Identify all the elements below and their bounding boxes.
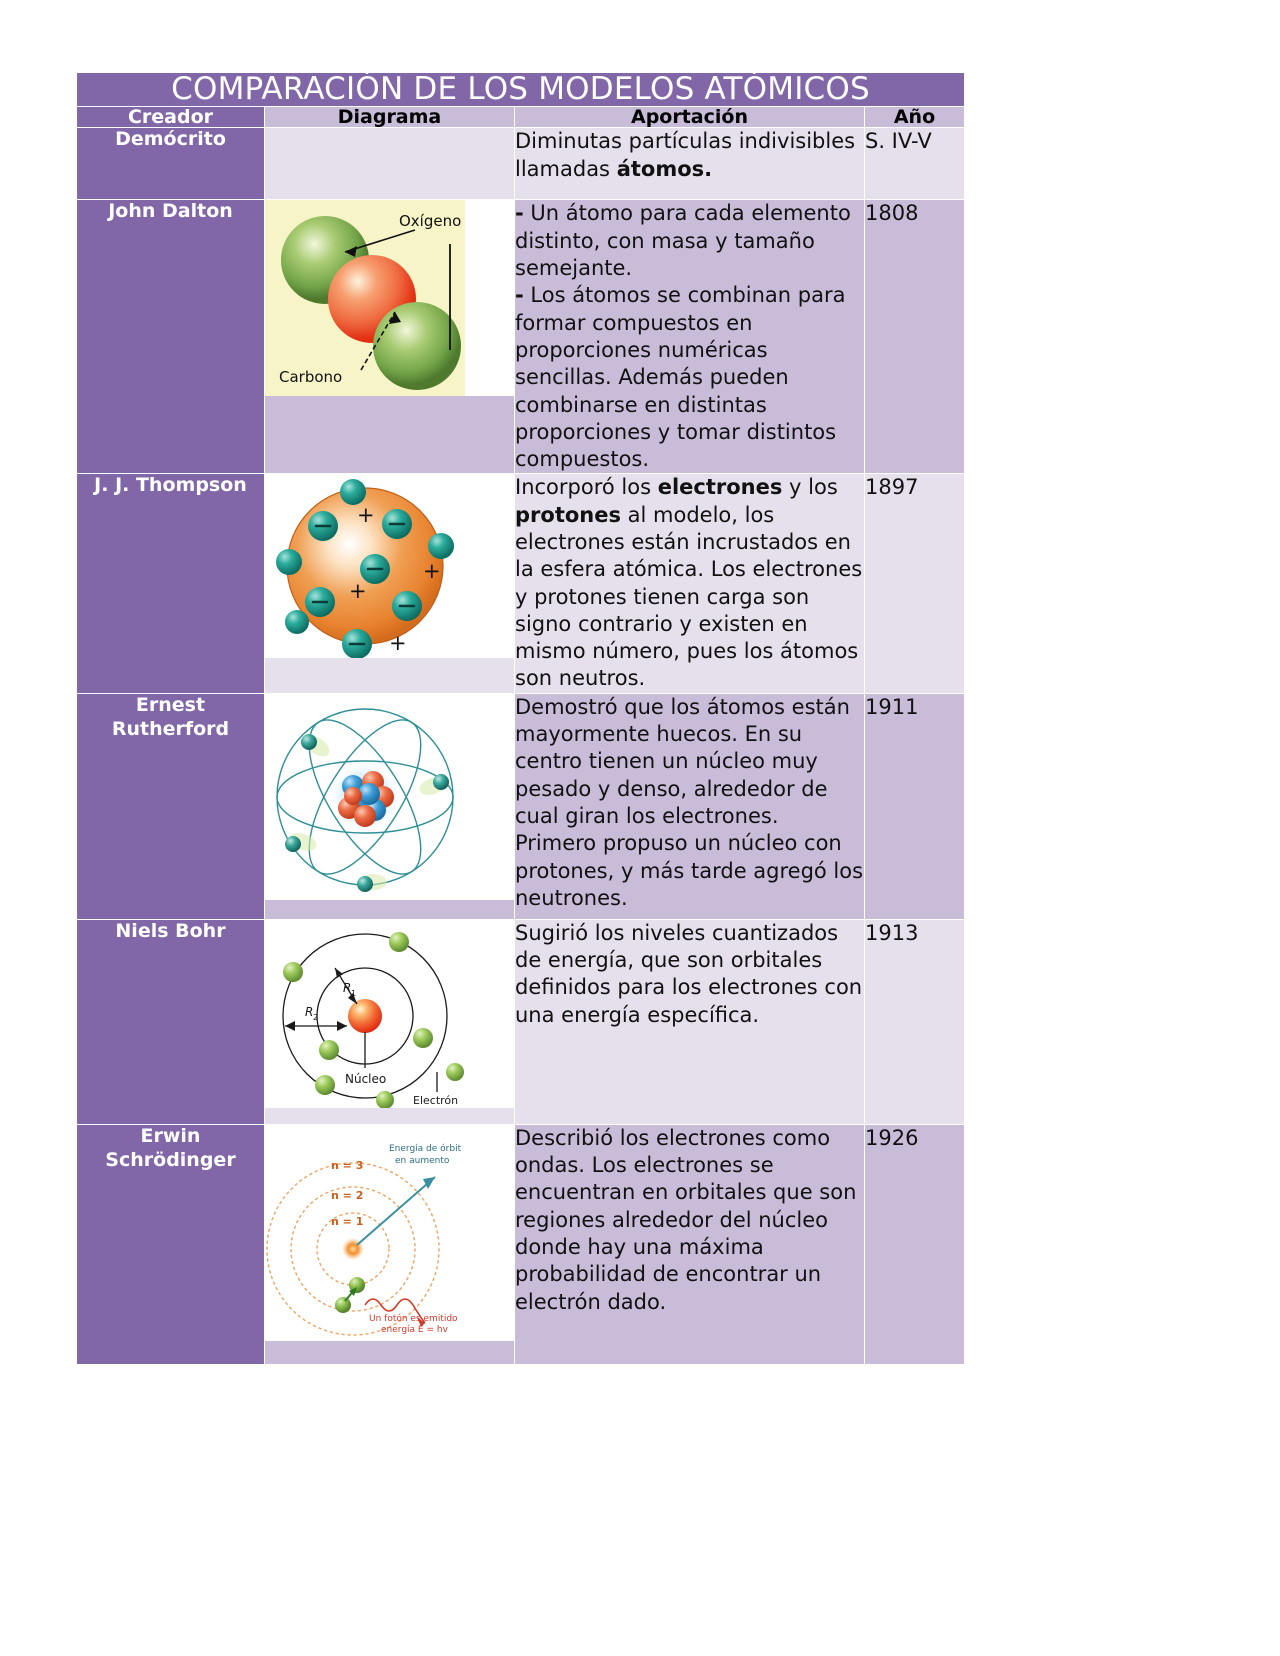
diagram-cell: n = 3 n = 2 n = 1 Energía de órbita en a… bbox=[264, 1123, 515, 1365]
contribution-text: Diminutas partículas indivisibles llamad… bbox=[514, 127, 865, 201]
year-value: 1913 bbox=[864, 918, 965, 1125]
year-value: 1808 bbox=[864, 199, 965, 475]
svg-text:+: + bbox=[389, 631, 407, 655]
thompson-plum-pudding-diagram: + + + + bbox=[265, 474, 514, 659]
contribution-rich-2: Incorporó los electrones y los protones … bbox=[515, 475, 863, 691]
creator-name: Demócrito bbox=[76, 127, 265, 201]
table-row: Niels Bohr bbox=[76, 918, 965, 1125]
svg-text:R: R bbox=[305, 1005, 313, 1019]
svg-text:n = 2: n = 2 bbox=[331, 1189, 363, 1202]
table-row: John Dalton bbox=[76, 199, 965, 475]
creator-name: John Dalton bbox=[76, 199, 265, 475]
contribution-rich-4: Sugirió los niveles cuantizados de energ… bbox=[515, 920, 863, 1027]
svg-text:Carbono: Carbono bbox=[279, 368, 342, 386]
svg-text:n = 1: n = 1 bbox=[331, 1215, 363, 1228]
contribution-text: - Un átomo para cada elemento distinto, … bbox=[514, 199, 865, 475]
creator-name: J. J. Thompson bbox=[76, 473, 265, 694]
year-value: 1926 bbox=[864, 1123, 965, 1365]
table-row: Demócrito Diminutas partículas indivisib… bbox=[76, 127, 965, 201]
year-value: S. IV-V bbox=[864, 127, 965, 201]
year-value: 1897 bbox=[864, 473, 965, 694]
column-header-diagrama: Diagrama bbox=[264, 105, 515, 129]
contribution-text: Incorporó los electrones y los protones … bbox=[514, 473, 865, 694]
creator-name: Niels Bohr bbox=[76, 918, 265, 1125]
svg-text:energía E = hv: energía E = hv bbox=[381, 1325, 449, 1335]
svg-text:Electrón: Electrón bbox=[413, 1094, 458, 1107]
column-header-aportacion: Aportación bbox=[514, 105, 865, 129]
svg-text:1: 1 bbox=[351, 989, 356, 998]
schrodinger-orbital-diagram: n = 3 n = 2 n = 1 Energía de órbita en a… bbox=[265, 1124, 514, 1341]
creator-name: Ernest Rutherford bbox=[76, 692, 265, 920]
diagram-cell: Oxígeno Carbono bbox=[264, 199, 515, 475]
contribution-rich-0: Diminutas partículas indivisibles llamad… bbox=[515, 129, 856, 181]
contribution-text: Sugirió los niveles cuantizados de energ… bbox=[514, 918, 865, 1125]
svg-text:Núcleo: Núcleo bbox=[345, 1072, 386, 1086]
table-header-row: Creador Diagrama Aportación Año bbox=[76, 105, 965, 129]
table-row: Erwin Schrödinger bbox=[76, 1123, 965, 1365]
column-header-creador: Creador bbox=[76, 105, 265, 129]
atomic-models-table: COMPARACIÓN DE LOS MODELOS ATÓMICOS Crea… bbox=[76, 72, 965, 1365]
diagram-cell: R 1 R 2 Núcleo Electrón bbox=[264, 918, 515, 1125]
svg-text:+: + bbox=[423, 559, 441, 583]
svg-text:+: + bbox=[357, 503, 375, 527]
svg-text:R: R bbox=[343, 981, 351, 995]
bohr-orbit-diagram: R 1 R 2 Núcleo Electrón bbox=[265, 919, 514, 1108]
svg-text:2: 2 bbox=[313, 1013, 318, 1022]
svg-text:Un fotón es emitido con: Un fotón es emitido con bbox=[369, 1313, 461, 1324]
table-row: Ernest Rutherford bbox=[76, 692, 965, 920]
diagram-cell: + + + + bbox=[264, 473, 515, 694]
contribution-rich-5: Describió los electrones como ondas. Los… bbox=[515, 1125, 857, 1314]
page-title: COMPARACIÓN DE LOS MODELOS ATÓMICOS bbox=[76, 72, 965, 107]
svg-text:Energía de órbita: Energía de órbita bbox=[389, 1143, 461, 1154]
year-value: 1911 bbox=[864, 692, 965, 920]
diagram-cell-empty bbox=[264, 127, 515, 201]
column-header-anio: Año bbox=[864, 105, 965, 129]
creator-name: Erwin Schrödinger bbox=[76, 1123, 265, 1365]
dalton-molecule-diagram: Oxígeno Carbono bbox=[265, 200, 514, 397]
atomic-models-table-wrapper: COMPARACIÓN DE LOS MODELOS ATÓMICOS Crea… bbox=[76, 72, 965, 1365]
svg-text:n = 3: n = 3 bbox=[331, 1159, 363, 1172]
contribution-text: Demostró que los átomos están mayormente… bbox=[514, 692, 865, 920]
contribution-rich-1: - Un átomo para cada elemento distinto, … bbox=[515, 201, 851, 472]
contribution-text: Describió los electrones como ondas. Los… bbox=[514, 1123, 865, 1365]
rutherford-nuclear-atom-diagram bbox=[265, 693, 514, 900]
svg-text:+: + bbox=[349, 579, 367, 603]
contribution-rich-3: Demostró que los átomos están mayormente… bbox=[515, 694, 864, 910]
svg-text:Oxígeno: Oxígeno bbox=[399, 212, 461, 230]
table-title-row: COMPARACIÓN DE LOS MODELOS ATÓMICOS bbox=[76, 72, 965, 107]
svg-text:en aumento: en aumento bbox=[395, 1156, 450, 1166]
table-row: J. J. Thompson bbox=[76, 473, 965, 694]
diagram-cell bbox=[264, 692, 515, 920]
